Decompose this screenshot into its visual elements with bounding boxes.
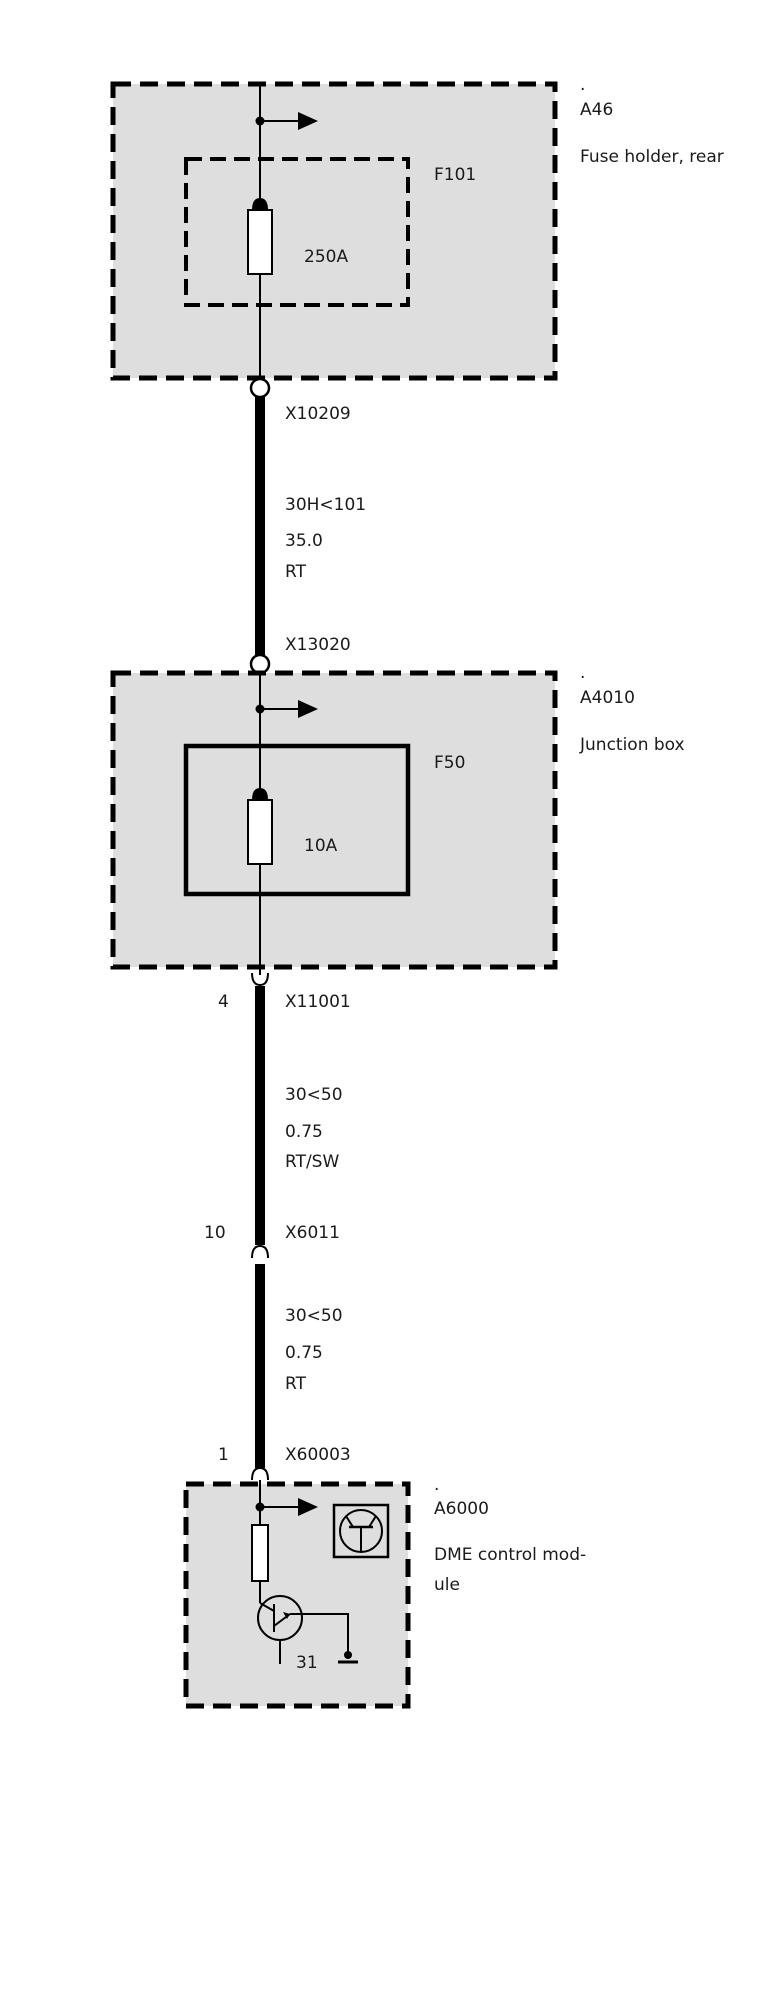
continuation-arrow-icon (298, 112, 318, 130)
junction-box-component[interactable] (110, 670, 558, 975)
connector-x10209-pin[interactable] (249, 377, 271, 399)
control-module-icon (332, 1503, 390, 1559)
junction-box-dot: . (580, 663, 585, 683)
fuse-f50-rating: 10A (304, 836, 338, 856)
wire-2-color: RT/SW (285, 1152, 339, 1172)
wire-1-size: 35.0 (285, 531, 323, 551)
fuse-cap-icon (252, 198, 268, 210)
connector-x60003-id: X60003 (285, 1445, 351, 1465)
dme-ground-pin: 31 (296, 1653, 318, 1673)
wire-3-color: RT (285, 1374, 307, 1394)
connector-x13020-pin[interactable] (249, 653, 271, 675)
fuse-cap-icon (252, 788, 268, 800)
fuse-holder-name: Fuse holder, rear (580, 147, 724, 167)
fuse-f101-rating: 250A (304, 247, 348, 267)
wire-1-color: RT (285, 562, 307, 582)
junction-box-name: Junction box (579, 735, 685, 755)
connector-x11001-id: X11001 (285, 992, 351, 1012)
dme-name-line2: ule (434, 1575, 460, 1595)
fuse-f101-box (184, 157, 410, 307)
fuse-holder-dot: . (580, 75, 585, 95)
dme-box (183, 1481, 411, 1709)
fuse-holder-component[interactable] (110, 81, 558, 381)
dme-dot: . (434, 1475, 439, 1495)
junction-box-id: A4010 (580, 688, 635, 708)
fuse-f101-id: F101 (434, 165, 476, 185)
dme-name-line1: DME control mod- (434, 1545, 586, 1565)
junction-box-box (110, 670, 558, 970)
fuse-f101-icon (247, 209, 273, 275)
connector-x11001-pin: 4 (218, 992, 229, 1012)
connector-x11001-icon[interactable] (251, 972, 269, 987)
wire-3-size: 0.75 (285, 1343, 323, 1363)
dme-component[interactable] (183, 1480, 411, 1709)
fuse-holder-id: A46 (580, 100, 613, 120)
wire-3-circuit: 30<50 (285, 1306, 343, 1326)
resistor-icon (251, 1524, 269, 1582)
ground-dot (344, 1651, 352, 1659)
connector-x60003-pin: 1 (218, 1445, 229, 1465)
fuse-f50-icon (247, 799, 273, 865)
connector-x6011-id: X6011 (285, 1223, 340, 1243)
connector-x13020-id: X13020 (285, 635, 351, 655)
dme-id: A6000 (434, 1499, 489, 1519)
fuse-holder-box (110, 81, 558, 381)
fuse-f50-box (183, 743, 411, 897)
wire-2-circuit: 30<50 (285, 1085, 343, 1105)
ground-lead (290, 1613, 349, 1655)
continuation-arrow-icon (298, 700, 318, 718)
fuse-f50-id: F50 (434, 753, 465, 773)
transistor-icon (257, 1595, 303, 1664)
wire-1-circuit: 30H<101 (285, 495, 366, 515)
connector-x6011-icon[interactable] (251, 1244, 269, 1259)
connector-x6011-pin: 10 (204, 1223, 226, 1243)
connector-x60003-icon[interactable] (251, 1466, 269, 1481)
wire-2-size: 0.75 (285, 1122, 323, 1142)
continuation-arrow-icon (298, 1498, 318, 1516)
connector-x10209-id: X10209 (285, 404, 351, 424)
